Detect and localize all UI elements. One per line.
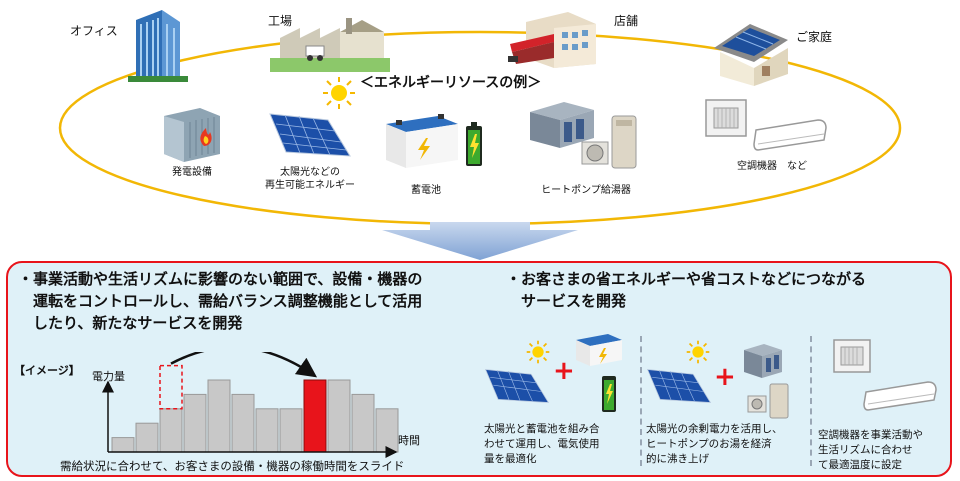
plus-icon: + (553, 356, 575, 386)
office-building-icon (128, 10, 188, 82)
resources-title: ＜エネルギーリソースの例＞ (360, 75, 542, 91)
chart-bar (111, 437, 135, 453)
bullet-right-line: ・お客さまの省エネルギーや省コストなどにつながる (506, 270, 867, 288)
battery-icon (386, 114, 482, 168)
example-1-line: わせて運用し、電気使用 (484, 438, 600, 450)
solar-label-line1: 太陽光などの (280, 167, 340, 178)
example-3-line: 生活リズムに合わせ (818, 444, 913, 456)
bullet-left: ・事業活動や生活リズムに影響のない範囲で、設備・機器の 運転をコントロールし、需… (18, 268, 488, 334)
aircon-label: 空調機器 など (737, 161, 807, 172)
factory-label: 工場 (268, 14, 293, 28)
aircon-icon (705, 99, 827, 151)
chart-bar (327, 379, 351, 453)
chart-xlabel: 時間 (398, 434, 420, 447)
example-2-line: ヒートポンプのお湯を経済 (646, 438, 772, 450)
chart-bar (207, 379, 231, 453)
store-icon (508, 12, 596, 68)
bullet-left-line: したり、新たなサービスを開発 (18, 314, 243, 332)
divider (640, 336, 642, 466)
chart-bar (279, 408, 303, 453)
example-2-line: 的に沸き上げ (646, 453, 709, 465)
generator-label: 発電設備 (172, 167, 212, 178)
image-label: 【イメージ】 (14, 364, 80, 377)
sun-icon (686, 340, 710, 364)
battery-label: 蓄電池 (411, 185, 441, 196)
factory-icon (270, 18, 390, 72)
chart-bar (351, 393, 375, 453)
sun-icon (323, 77, 355, 109)
bullet-right-line: サービスを開発 (506, 292, 627, 310)
aircon-icon (833, 339, 937, 411)
example-1-line: 太陽光と蓄電池を組み合 (484, 423, 600, 435)
chart-bar (375, 408, 399, 453)
bullet-right: ・お客さまの省エネルギーや省コストなどにつながる サービスを開発 (506, 268, 946, 312)
home-label: ご家庭 (796, 30, 833, 44)
solar-panel-icon (646, 369, 712, 403)
example-2-line: 太陽光の余剰電力を活用し、 (646, 423, 783, 435)
bullet-left-line: ・事業活動や生活リズムに影響のない範囲で、設備・機器の (18, 270, 423, 288)
chart-bar (159, 408, 183, 453)
example-1-line: 量を最適化 (484, 453, 537, 465)
chart-bar (255, 408, 279, 453)
shift-arrow (170, 352, 318, 378)
example-1-desc: 太陽光と蓄電池を組み合 わせて運用し、電気使用 量を最適化 (484, 422, 634, 467)
example-3-desc: 空調機器を事業活動や 生活リズムに合わせ て最適温度に設定 (818, 428, 948, 473)
heatpump-icon (530, 102, 637, 169)
battery-icon (576, 334, 622, 412)
divider (810, 336, 812, 466)
bullet-left-line: 運転をコントロールし、需給バランス調整機能として活用 (18, 292, 423, 310)
chart-bar (183, 393, 207, 453)
down-arrow-icon (382, 222, 578, 260)
sun-icon (526, 340, 550, 364)
example-3-line: て最適温度に設定 (818, 459, 902, 471)
store-label: 店舗 (614, 14, 639, 28)
shift-chart (102, 352, 399, 458)
solar-panel-icon (484, 369, 550, 403)
office-label: オフィス (70, 24, 118, 38)
heatpump-label: ヒートポンプ給湯器 (541, 185, 631, 196)
heatpump-icon (744, 344, 789, 419)
chart-caption: 需給状況に合わせて、お客さまの設備・機器の稼働時間をスライド (60, 459, 405, 473)
example-2-desc: 太陽光の余剰電力を活用し、 ヒートポンプのお湯を経済 的に沸き上げ (646, 422, 806, 467)
solar-panel-icon (269, 113, 351, 157)
chart-ylabel: 電力量 (92, 370, 125, 383)
chart-bar-shifted (303, 379, 327, 453)
home-icon (714, 24, 788, 86)
solar-label-line2: 再生可能エネルギー (265, 180, 355, 191)
generator-icon (164, 108, 220, 162)
chart-bar (231, 393, 255, 453)
chart-bar (135, 422, 159, 453)
example-3-line: 空調機器を事業活動や (818, 429, 923, 441)
chart-bar-original-slot (159, 364, 183, 410)
plus-icon: + (714, 362, 736, 392)
